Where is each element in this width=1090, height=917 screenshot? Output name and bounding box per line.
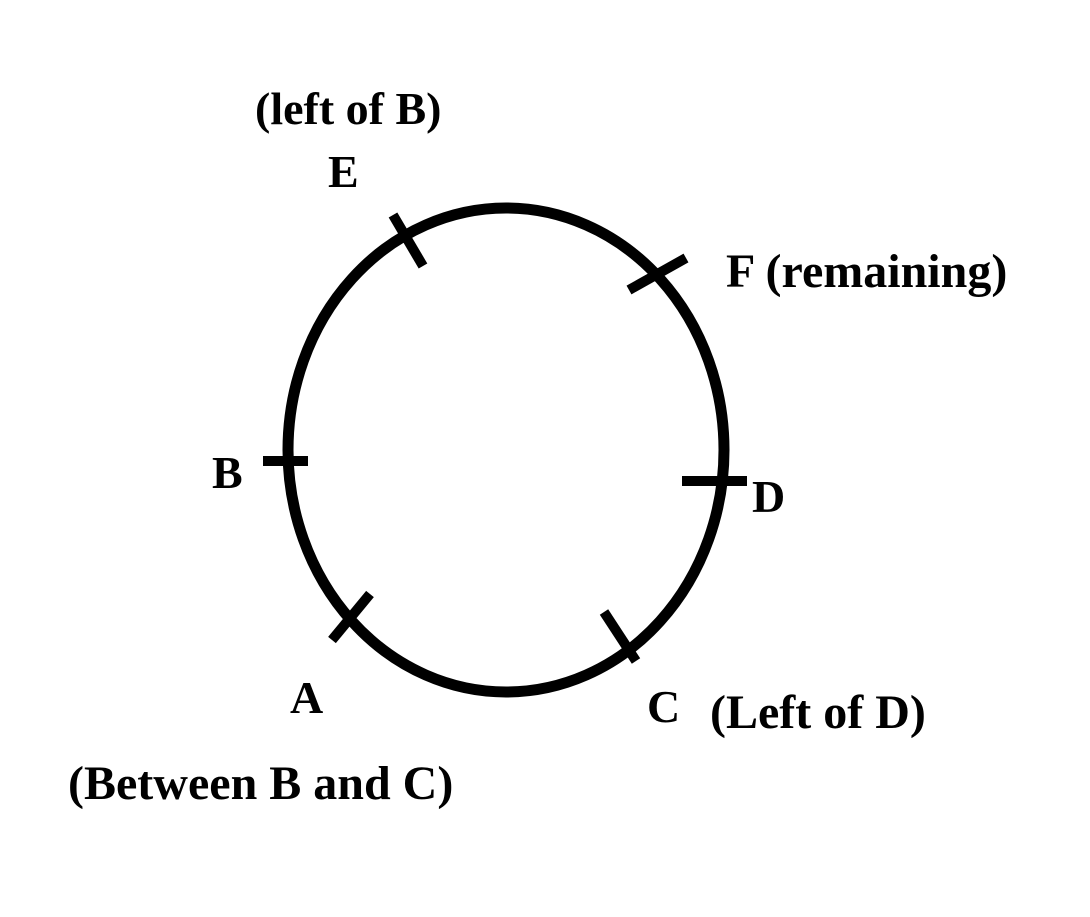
tick-A bbox=[328, 590, 374, 644]
label-f: F (remaining) bbox=[726, 245, 1007, 298]
label-e-note: (left of B) bbox=[255, 83, 441, 134]
label-b: B bbox=[212, 447, 243, 498]
tick-F bbox=[626, 253, 689, 295]
label-a: A bbox=[290, 672, 323, 723]
tick-C bbox=[599, 609, 641, 664]
tick-E bbox=[388, 212, 428, 269]
label-e: E bbox=[328, 146, 359, 197]
seating-circle bbox=[282, 202, 730, 698]
label-d: D bbox=[752, 471, 785, 522]
label-c-note: (Left of D) bbox=[710, 686, 926, 739]
label-c: C bbox=[647, 681, 680, 732]
label-a-note: (Between B and C) bbox=[68, 757, 453, 810]
